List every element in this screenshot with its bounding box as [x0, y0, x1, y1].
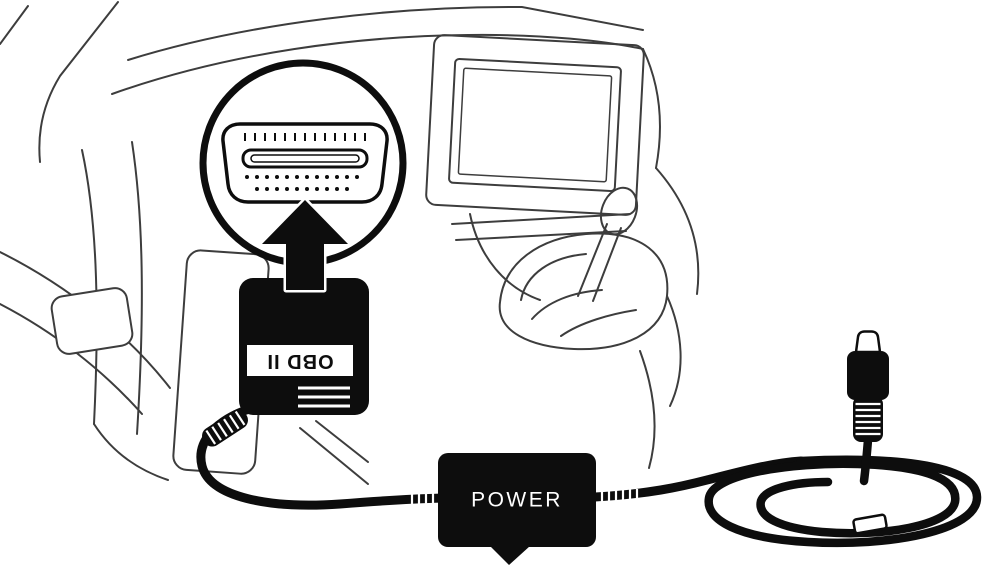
cable-sleeve — [852, 513, 888, 535]
usb-strain-relief — [853, 396, 883, 442]
usb-metal-tip — [854, 330, 882, 354]
power-adapter: POWER — [438, 453, 596, 565]
usb-body — [847, 351, 889, 400]
obd-port-graphic — [221, 122, 389, 204]
usb-connector — [847, 330, 889, 442]
head-unit-screen — [425, 34, 645, 216]
obd-plug-label: OBD II — [266, 350, 333, 372]
power-adapter-label: POWER — [471, 489, 563, 512]
obd-port-slot — [241, 148, 369, 169]
power-adapter-body — [438, 453, 596, 547]
usb-boot-ribs — [855, 402, 881, 436]
up-arrow — [259, 197, 351, 293]
cable-usb-riser — [859, 435, 873, 486]
obd-plug: OBD II — [239, 278, 369, 415]
obd-plug-vent-lines — [298, 386, 350, 408]
hood-release-panel — [50, 287, 134, 355]
obd-plug-label-band — [247, 345, 353, 376]
plug-strain-relief — [202, 409, 248, 447]
obd-port-slot-inner — [250, 154, 360, 163]
gear-shifter — [498, 186, 669, 351]
cable-ribs-right — [600, 489, 639, 502]
power-adapter-tab — [490, 546, 530, 565]
obd-port-bottom-pins — [245, 175, 359, 191]
cable-coil — [704, 455, 982, 548]
obd-port-top-pins — [244, 133, 366, 141]
